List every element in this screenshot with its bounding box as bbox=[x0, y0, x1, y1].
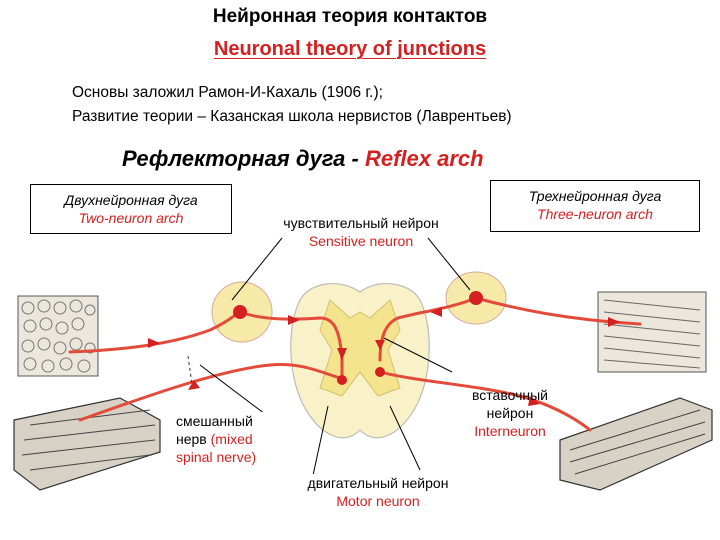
two-neuron-ru: Двухнейронная дуга bbox=[64, 192, 198, 208]
three-neuron-box: Трехнейронная дуга Three-neuron arch bbox=[490, 180, 700, 232]
right-motor-cell-body bbox=[375, 367, 385, 377]
two-neuron-en: Two-neuron arch bbox=[78, 210, 184, 226]
motor-neuron-label: двигательный нейрон Motor neuron bbox=[278, 474, 478, 510]
root-dashes bbox=[187, 355, 193, 385]
mixed-nerve-ru-1: смешанный bbox=[176, 413, 253, 429]
left-striated-muscle bbox=[13, 397, 161, 491]
reflex-arch-heading: Рефлекторная дуга - Reflex arch bbox=[122, 146, 484, 172]
page-title-ru: Нейронная теория контактов bbox=[212, 6, 488, 27]
mixed-nerve-label: смешанный нерв (mixed spinal nerve) bbox=[176, 412, 290, 466]
interneuron-en: Interneuron bbox=[474, 423, 546, 439]
reflex-arch-ru: Рефлекторная дуга - bbox=[122, 146, 359, 171]
interneuron-ru-2: нейрон bbox=[486, 405, 534, 421]
two-neuron-box: Двухнейронная дуга Two-neuron arch bbox=[30, 184, 232, 234]
interneuron-ru-1: вставочный bbox=[472, 387, 548, 403]
motor-en: Motor neuron bbox=[336, 493, 420, 509]
right-sensory-cell-body bbox=[469, 291, 483, 305]
left-motor-cell-body bbox=[337, 375, 347, 385]
mixed-nerve-ru-2: нерв bbox=[176, 431, 207, 447]
mixed-nerve-line-2: нерв (mixed bbox=[176, 430, 290, 448]
pointer-lines bbox=[199, 237, 471, 481]
left-sensory-cell-body bbox=[233, 305, 247, 319]
three-neuron-en: Three-neuron arch bbox=[537, 206, 653, 222]
right-muscle-tissue bbox=[597, 291, 707, 373]
reflex-arch-en: Reflex arch bbox=[364, 146, 484, 171]
arrows bbox=[148, 307, 620, 406]
motor-ru: двигательный нейрон bbox=[307, 475, 449, 491]
mixed-nerve-en-2: spinal nerve) bbox=[176, 449, 257, 465]
right-striated-muscle bbox=[559, 397, 713, 491]
sensitive-en: Sensitive neuron bbox=[308, 233, 414, 249]
intro-line-2: Развитие теории – Казанская школа нервис… bbox=[72, 108, 512, 125]
mixed-nerve-en-1: (mixed bbox=[210, 431, 253, 447]
page-title-en: Neuronal theory of junctions bbox=[213, 38, 487, 60]
intro-line-1: Основы заложил Рамон-И-Кахаль (1906 г.); bbox=[72, 84, 383, 101]
sensitive-ru: чувствительный нейрон bbox=[283, 215, 439, 231]
left-muscle-tissue bbox=[17, 295, 99, 377]
interneuron-label: вставочный нейрон Interneuron bbox=[448, 386, 572, 440]
three-neuron-ru: Трехнейронная дуга bbox=[528, 188, 662, 204]
sensitive-neuron-label: чувствительный нейрон Sensitive neuron bbox=[246, 214, 476, 250]
